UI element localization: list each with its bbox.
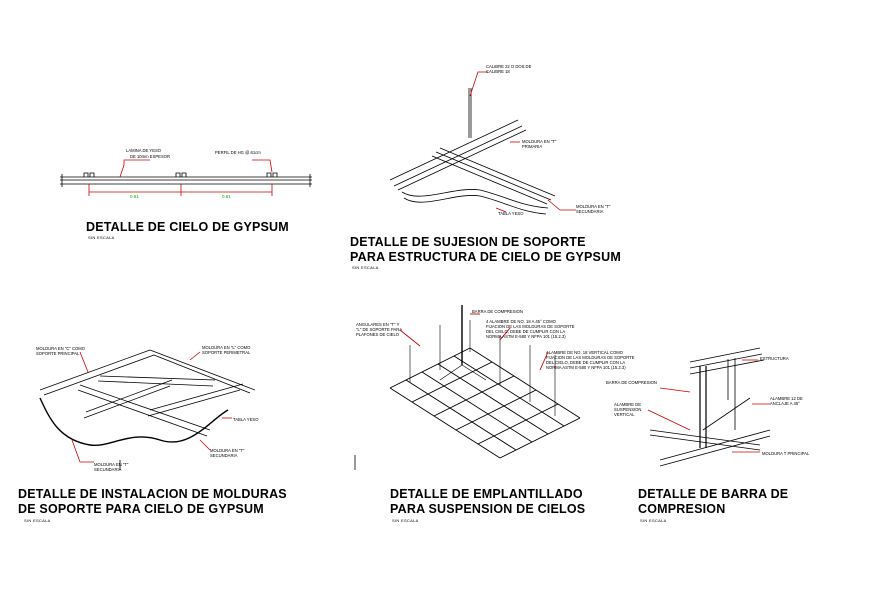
title-detalle-sujesion-2: PARA ESTRUCTURA DE CIELO DE GYPSUM (350, 250, 621, 264)
dim-0-61-left: 0.61 (130, 194, 139, 199)
label-angulares-3: PLAFONES DE CIELO (356, 332, 400, 337)
title-detalle-barra-2: COMPRESION (638, 502, 726, 516)
label-alambre-vertical-3: VERTICAL (614, 412, 635, 417)
label-barra-compresion-5: BARRA DE COMPRESION (606, 380, 657, 385)
label-alambre12-2: ANCLAJE A 45° (770, 401, 800, 406)
label-moldura-secundaria-2: SECUNDARIA (576, 209, 604, 214)
detail-sujesion-soporte-drawing (389, 71, 576, 215)
label-alambrev-2: FIJACION DE LAS MOLDURAS DE SOPORTE (546, 355, 635, 360)
label-tabla-yeso-3: TABLA YESO (233, 417, 259, 422)
label-moldura-c-1: MOLDURA EN "C" COMO (36, 346, 86, 351)
label-lamina-yeso-2: DE 10mm ESPESOR (130, 154, 170, 159)
label-barra-compresion-4: BARRA DE COMPRESION (472, 309, 523, 314)
label-moldura-c-2: SOPORTE PRINCIPAL (36, 351, 80, 356)
label-moldura-secundaria-1: MOLDURA EN "T" (576, 204, 611, 209)
title-detalle-sujesion-1: DETALLE DE SUJESION DE SOPORTE (350, 235, 586, 249)
detail-emplantillado-drawing (389, 305, 581, 459)
label-alambre-vertical-2: SUSPENSION (614, 407, 641, 412)
subtitle-sin-escala-1: SIN ESCALA (88, 235, 115, 240)
subtitle-sin-escala-3: SIN ESCALA (24, 518, 51, 523)
label-alambre45-3: DEL CIELO, DEBE DE CUMPLIR CON LA (486, 329, 565, 334)
title-detalle-emplantillado-2: PARA SUSPENSION DE CIELOS (390, 502, 586, 516)
label-alambrev-1: ALAMBRE DE NO. 18 VERTICAL COMO (546, 350, 624, 355)
title-detalle-emplantillado-1: DETALLE DE EMPLANTILLADO (390, 487, 583, 501)
label-alambre45-4: NORMA ASTM E-580 Y NFPA 101 (15.2.3) (486, 334, 566, 339)
label-moldura-sec-3-1: MOLDURA EN "T" (210, 448, 245, 453)
subtitle-sin-escala-4: SIN ESCALA (392, 518, 419, 523)
label-alambrev-4: NORMA ASTM E-580 Y NFPA 101 (15.2.3) (546, 365, 626, 370)
label-perfil: PERFIL DE HG @.61cm (215, 150, 261, 155)
label-moldura-l-2: SOPORTE PERIMETRAL (202, 350, 251, 355)
label-moldura-t-3-1: MOLDURA EN "T" (94, 462, 129, 467)
label-moldura-primaria-2: PRIMARIA (522, 144, 542, 149)
title-detalle-instalacion-2: DE SOPORTE PARA CIELO DE GYPSUM (18, 502, 264, 516)
label-angulares-2: "L" DE SOPORTE PARA (356, 327, 402, 332)
label-estructura: ESTRUCTURA (760, 356, 789, 361)
label-alambrev-3: DEL CIELO, DEBE DE CUMPLIR CON LA (546, 360, 625, 365)
label-moldura-sec-3-2: SECUNDARIA (210, 453, 238, 458)
title-detalle-instalacion-1: DETALLE DE INSTALACION DE MOLDURAS (18, 487, 287, 501)
label-calibre-1: CALIBRE 22 O DOS DE (486, 64, 532, 69)
detail-instalacion-molduras-drawing (39, 349, 356, 470)
label-moldura-l-1: MOLDURA EN "L" COMO (202, 345, 251, 350)
title-detalle-barra-1: DETALLE DE BARRA DE (638, 487, 789, 501)
label-alambre45-1: 4 ALAMBRE DE NO. 18 A 45° COMO (486, 319, 557, 324)
label-alambre45-2: FIJACION DE LAS MOLDURAS DE SOPORTE (486, 324, 575, 329)
detail-cielo-gypsum-section (60, 159, 312, 196)
label-angulares-1: ANGULARES EN "T" Y (356, 322, 400, 327)
label-lamina-yeso-1: LAMINA DE YESO (126, 148, 162, 153)
label-alambre-vertical-1: ALAMBRE DE (614, 402, 641, 407)
detail-barra-compresion-drawing (647, 347, 771, 467)
subtitle-sin-escala-5: SIN ESCALA (640, 518, 667, 523)
label-alambre12-1: ALAMBRE 12 DE (770, 396, 803, 401)
title-detalle-cielo-gypsum: DETALLE DE CIELO DE GYPSUM (86, 220, 289, 234)
subtitle-sin-escala-2: SIN ESCALA (352, 265, 379, 270)
label-moldura-t-3-2: SECUNDARIA (94, 467, 122, 472)
label-calibre-2: CALIBRE 18 (486, 69, 510, 74)
dim-0-61-right: 0.61 (222, 194, 231, 199)
label-moldura-t-principal: MOLDURA T PRINCIPAL (762, 451, 810, 456)
label-moldura-primaria-1: MOLDURA EN "T" (522, 139, 557, 144)
label-tabla-yeso: TABLA YESO (498, 211, 524, 216)
